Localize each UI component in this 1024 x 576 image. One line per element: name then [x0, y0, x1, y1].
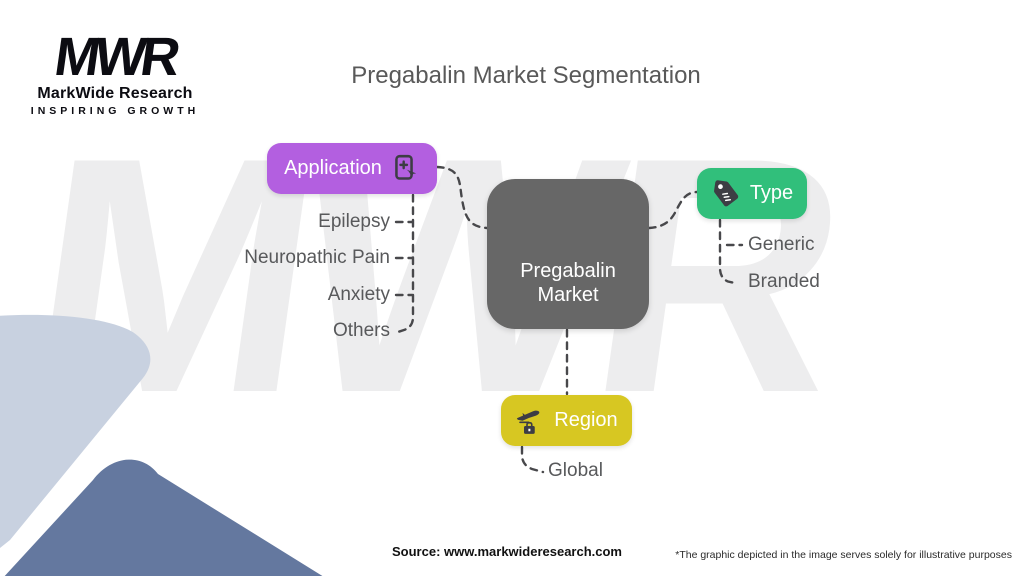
price-tag-icon [711, 179, 741, 209]
brand-tagline: INSPIRING GROWTH [30, 105, 200, 118]
application-node-label: Application [284, 157, 382, 179]
center-market-node: Pregabalin Market [487, 179, 649, 329]
type-item-generic: Generic [748, 234, 815, 255]
corner-shape-light [0, 314, 151, 548]
connector-type-spine [718, 218, 737, 285]
brand-name: MarkWide Research [37, 85, 193, 103]
connector-region-global [520, 445, 545, 474]
type-item-branded: Branded [748, 271, 820, 292]
region-node-label: Region [554, 409, 618, 431]
corner-shape-dark [4, 459, 323, 576]
connector-center-type [647, 190, 699, 230]
page-title: Pregabalin Market Segmentation [351, 62, 701, 89]
application-item-anxiety: Anxiety [327, 284, 390, 305]
mobile-health-icon [391, 154, 420, 183]
application-item-neuropathic-pain: Neuropathic Pain [244, 247, 390, 268]
application-node: Application [267, 143, 437, 194]
disclaimer-text: *The graphic depicted in the image serve… [675, 549, 1012, 561]
type-node: Type [697, 168, 807, 219]
airplane-travel-icon [515, 406, 545, 436]
brand-logo: MWR MarkWide Research INSPIRING GROWTH [30, 27, 200, 118]
application-item-others: Others [332, 320, 390, 341]
region-node: Region [501, 395, 632, 446]
center-market-label: Pregabalin Market [520, 260, 616, 306]
region-item-global: Global [548, 460, 603, 481]
connector-application-spine [396, 193, 415, 334]
type-node-label: Type [749, 182, 794, 204]
application-item-epilepsy: Epilepsy [318, 211, 390, 232]
brand-logo-mark: MWR [50, 27, 180, 87]
connector-application-center [435, 165, 489, 230]
source-text: Source: www.markwideresearch.com [391, 544, 623, 559]
